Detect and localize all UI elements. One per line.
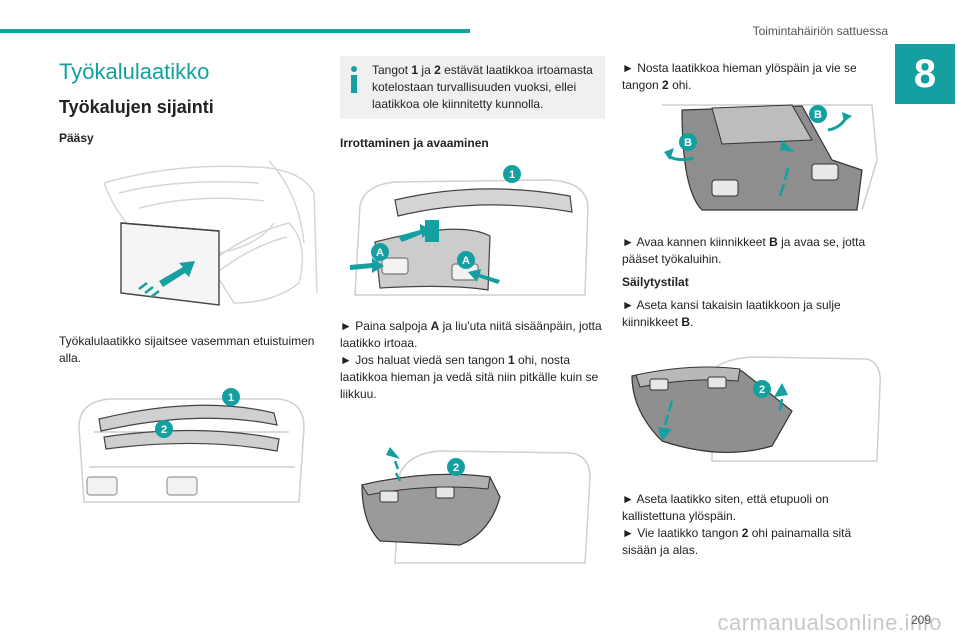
- info-icon: [351, 66, 357, 93]
- box-lift-illustration: 2: [340, 433, 605, 573]
- toolbox-in-seat-illustration: 1 2: [59, 377, 324, 517]
- column-3: ► Nosta laatikkoa hieman ylöspäin ja vie…: [622, 52, 887, 559]
- chapter-title: Toimintahäiriön sattuessa: [752, 24, 888, 38]
- step-lift-past-bar-2: ► Nosta laatikkoa hieman ylöspäin ja vie…: [622, 61, 857, 92]
- section-title: Työkalujen sijainti: [59, 97, 214, 117]
- chapter-number-badge: 8: [895, 44, 955, 104]
- step-press-latches: ► Paina salpoja A ja liu'uta niitä sisää…: [340, 319, 602, 350]
- step-pull-past-bar-1: ► Jos haluat viedä sen tangon 1 ohi, nos…: [340, 353, 599, 401]
- watermark: carmanualsonline.info: [717, 610, 942, 635]
- callout-badge-2: [155, 420, 173, 438]
- step-tilt-box: ► Aseta laatikko siten, että etupuoli on…: [622, 492, 829, 523]
- step-close-lid: ► Aseta kansi takaisin laatikkoon ja sul…: [622, 298, 841, 329]
- step-open-clips: ► Avaa kannen kiinnikkeet B ja avaa se, …: [622, 235, 866, 266]
- box-clips-drawing: B B: [662, 104, 878, 211]
- callout-badge-a-right: [457, 251, 475, 269]
- callout-badge-1: [222, 388, 240, 406]
- callout-badge-a-left-label: A: [376, 247, 384, 259]
- callout-badge-a-right-label: A: [462, 255, 470, 267]
- callout-badge-a-left: [371, 243, 389, 261]
- callout-badge-b-top-label: B: [814, 109, 822, 121]
- seat-drawing: [103, 160, 318, 306]
- callout-badge-2: [447, 458, 465, 476]
- callout-badge-b-left: [679, 133, 697, 151]
- removal-heading: Irrottaminen ja avaaminen: [340, 136, 489, 150]
- toolbox-drawing: 1 2: [78, 388, 305, 503]
- access-heading: Pääsy: [59, 131, 94, 145]
- callout-badge-2-label: 2: [453, 462, 459, 474]
- latch-drawing: 1 A A: [350, 165, 589, 296]
- box-clips-illustration: B B: [622, 100, 887, 220]
- callout-badge-1: [503, 165, 521, 183]
- page-title: Työkalulaatikko: [59, 59, 210, 84]
- latch-illustration: 1 A A: [340, 160, 605, 310]
- callout-badge-b-left-label: B: [684, 137, 692, 149]
- callout-badge-2-label: 2: [759, 384, 765, 396]
- page-number: 209: [910, 613, 931, 627]
- step-push-past-bar: ► Vie laatikko tangon 2 ohi painamalla s…: [622, 526, 852, 557]
- box-lift-drawing: 2: [361, 447, 591, 564]
- box-reinsert-drawing: 2: [631, 356, 881, 462]
- column-2: Tangot 1 ja 2 estävät laatikkoa irtoamas…: [340, 52, 605, 573]
- top-accent-bar: [0, 29, 470, 33]
- column-1: Työkalulaatikko Työkalujen sijainti Pääs…: [59, 52, 324, 517]
- callout-badge-2-label: 2: [161, 424, 167, 436]
- callout-badge-1-label: 1: [509, 169, 515, 181]
- callout-badge-b-top: [809, 105, 827, 123]
- box-reinsert-illustration: 2: [622, 351, 887, 471]
- callout-badge-2: [753, 380, 771, 398]
- storage-heading: Säilytystilat: [622, 275, 689, 289]
- callout-badge-1-label: 1: [228, 392, 234, 404]
- info-text: Tangot 1 ja 2 estävät laatikkoa irtoamas…: [372, 63, 593, 111]
- info-box: Tangot 1 ja 2 estävät laatikkoa irtoamas…: [340, 56, 605, 119]
- seat-illustration: [59, 153, 324, 321]
- location-text: Työkalulaatikko sijaitsee vasemman etuis…: [59, 334, 315, 365]
